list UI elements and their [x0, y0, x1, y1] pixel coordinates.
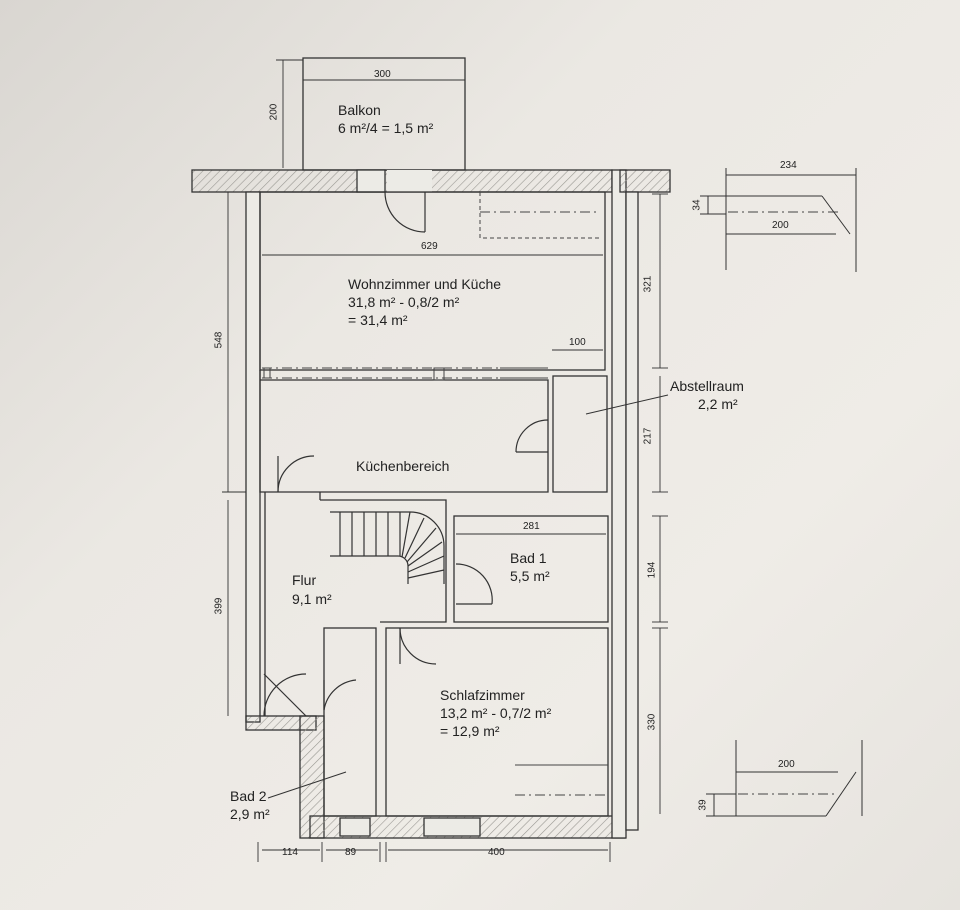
kitchen-counter	[263, 192, 608, 766]
kuechenbereich-name: Küchenbereich	[356, 458, 450, 474]
bad1-area: 5,5 m²	[510, 568, 550, 584]
detail-bottom	[706, 740, 863, 817]
dim-bottom-114: 114	[282, 847, 298, 858]
bad2-name: Bad 2	[230, 788, 267, 804]
dimension-lines	[222, 59, 668, 862]
staircase	[330, 511, 445, 584]
dim-right-194: 194	[646, 561, 658, 579]
dim-balkon-width: 300	[374, 69, 391, 80]
dim-detail-bottom-200: 200	[778, 759, 795, 770]
top-wall	[191, 169, 613, 193]
dim-detail-top-200: 200	[772, 220, 789, 231]
flur-area: 9,1 m²	[292, 591, 332, 607]
dim-kitchen-counter: 100	[569, 337, 586, 348]
schlafzimmer-name: Schlafzimmer	[440, 687, 525, 703]
dim-bottom-89: 89	[345, 847, 357, 858]
dim-right-217: 217	[642, 427, 654, 445]
bad1-name: Bad 1	[510, 550, 547, 566]
detail-top	[700, 168, 857, 272]
abstellraum-area: 2,2 m²	[698, 396, 738, 412]
leader-lines	[267, 394, 669, 799]
wohnzimmer-area-2: = 31,4 m²	[348, 312, 408, 328]
wohnzimmer-area-1: 31,8 m² - 0,8/2 m²	[348, 294, 460, 310]
doors	[263, 191, 549, 717]
dim-right-330: 330	[646, 713, 658, 731]
dim-detail-234: 234	[780, 160, 797, 171]
dim-bottom-400: 400	[488, 847, 505, 858]
schlafzimmer-area-1: 13,2 m² - 0,7/2 m²	[440, 705, 552, 721]
room-outlines	[259, 191, 626, 839]
bad2-area: 2,9 m²	[230, 806, 270, 822]
dim-left-lower: 399	[213, 597, 225, 615]
dim-right-321: 321	[642, 275, 654, 293]
wohnzimmer-name: Wohnzimmer und Küche	[348, 276, 502, 292]
flur-name: Flur	[292, 572, 317, 588]
balkon-area: 6 m²/4 = 1,5 m²	[338, 120, 434, 136]
schlafzimmer-area-2: = 12,9 m²	[440, 723, 500, 739]
dim-balkon-depth: 200	[268, 103, 280, 121]
balkon-name: Balkon	[338, 102, 381, 118]
dim-bad1-width: 281	[523, 521, 540, 532]
dim-detail-39: 39	[697, 799, 709, 811]
left-wall	[245, 191, 325, 839]
dashed-lines	[262, 211, 838, 796]
dim-left-upper: 548	[213, 331, 225, 349]
dim-wohn-width: 629	[421, 241, 438, 252]
abstellraum-name: Abstellraum	[670, 378, 744, 394]
right-wall	[611, 169, 671, 839]
dim-detail-34: 34	[691, 199, 703, 211]
